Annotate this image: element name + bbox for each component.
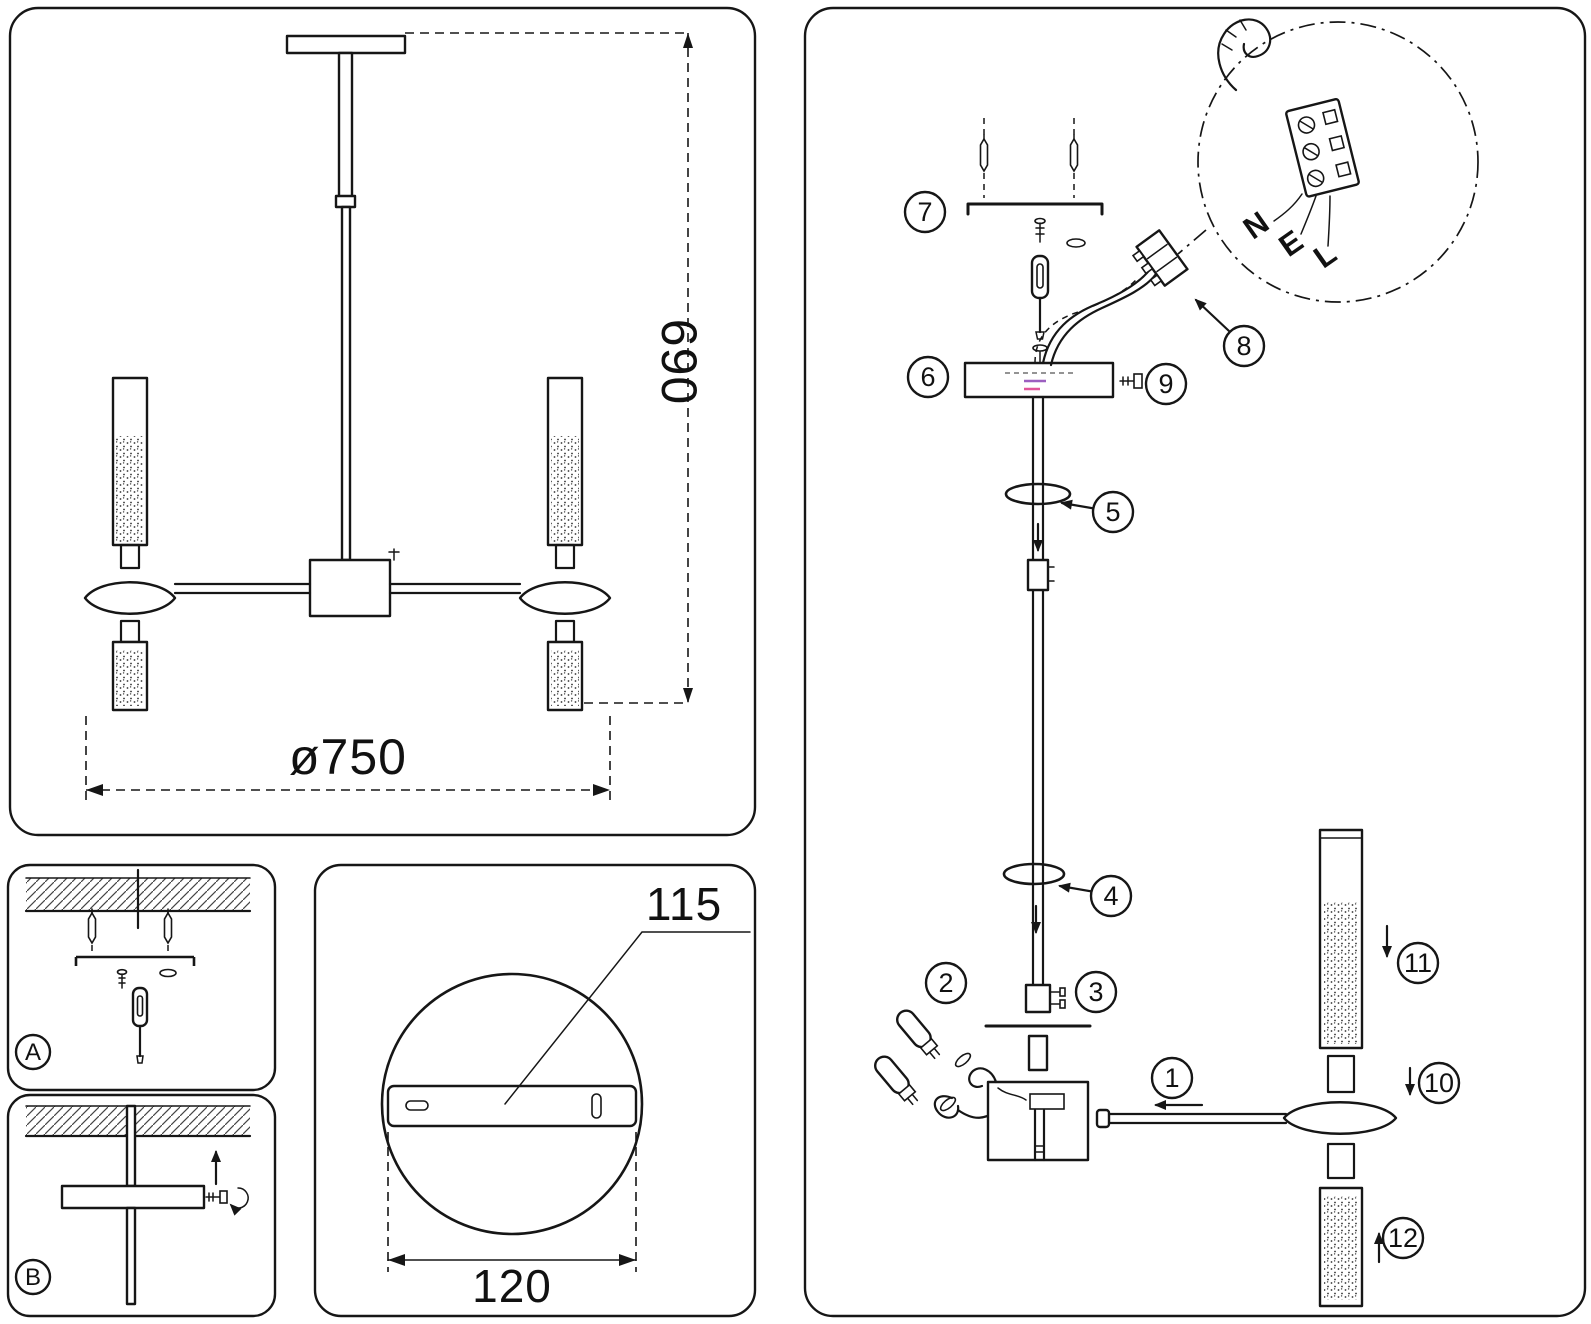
terminal-block <box>1285 98 1360 198</box>
svg-text:12: 12 <box>1388 1223 1418 1253</box>
step-callout-2: 2 <box>924 961 968 1005</box>
screw-icon <box>116 968 128 989</box>
svg-text:8: 8 <box>1236 331 1251 361</box>
right-lamp-assembly <box>518 376 612 712</box>
bulb-icon <box>896 1009 941 1060</box>
diameter-dimension-label: ø750 <box>289 729 407 785</box>
leader-line <box>504 931 751 1105</box>
wiring-detail: N E L <box>1177 18 1479 303</box>
step-callout-9: 9 <box>1144 362 1188 406</box>
suspension-hook-icon <box>1217 18 1272 92</box>
step-callout-7: 7 <box>903 190 947 234</box>
svg-text:5: 5 <box>1105 497 1120 527</box>
panel-a-label: A <box>25 1039 41 1066</box>
panel-step-a: A <box>6 863 277 1092</box>
panel-canopy-detail: 115 120 <box>313 863 757 1318</box>
step-callout-12: 12 <box>1381 1216 1425 1260</box>
panel-overview: 690 ø750 <box>8 6 757 837</box>
mains-wires <box>1034 266 1158 367</box>
plate-length-label: 120 <box>472 1260 552 1312</box>
glass-shade-bottom <box>1318 1186 1364 1308</box>
height-dimension-label: 690 <box>651 319 707 405</box>
step-callout-8: 8 <box>1222 324 1266 368</box>
callout-5-arrow <box>1060 499 1099 511</box>
mounting-bar <box>386 1084 638 1128</box>
canopy-group <box>963 361 1115 399</box>
chandelier-front-view <box>83 34 612 712</box>
step-callout-1: 1 <box>1150 1056 1194 1100</box>
bracket-group <box>966 118 1104 363</box>
side-screw-icon <box>1119 373 1143 389</box>
callout-8-arrow <box>1194 298 1231 333</box>
wall-anchor-icon <box>979 134 989 173</box>
svg-text:7: 7 <box>917 197 932 227</box>
callout-4-arrow <box>1058 882 1097 894</box>
rod-fitting <box>1024 983 1066 1014</box>
step-callout-4: 4 <box>1089 874 1133 918</box>
canopy-circle <box>380 972 644 1236</box>
svg-text:1: 1 <box>1164 1063 1179 1093</box>
step-callout-6: 6 <box>906 355 950 399</box>
lamp-arm <box>1095 1108 1288 1129</box>
step-callout-11: 11 <box>1396 941 1440 985</box>
svg-text:4: 4 <box>1103 881 1118 911</box>
wall-anchor-icon <box>87 908 97 945</box>
threaded-stub-bottom <box>1326 1142 1356 1180</box>
side-hub-cone <box>1282 1101 1398 1135</box>
decorative-ring <box>1002 862 1066 886</box>
step-callout-3: 3 <box>1074 970 1118 1014</box>
hub-box <box>968 1067 1090 1162</box>
threaded-stub-top <box>1326 1054 1356 1094</box>
dimension-height: 690 <box>405 32 707 704</box>
socket-ring <box>954 1052 972 1068</box>
rotate-arrow <box>229 1187 249 1216</box>
washer-icon <box>159 968 177 978</box>
svg-text:10: 10 <box>1424 1068 1454 1098</box>
ceiling-plate <box>285 34 407 55</box>
panel-b-callout: B <box>14 1258 52 1296</box>
panel-step-b: B <box>6 1093 277 1318</box>
slot-hole <box>591 1093 602 1119</box>
panel-b-label: B <box>25 1264 41 1291</box>
svg-text:6: 6 <box>920 362 935 392</box>
side-screw-icon <box>205 1187 249 1216</box>
threaded-nipple <box>1027 1034 1049 1072</box>
svg-text:9: 9 <box>1158 369 1173 399</box>
svg-text:3: 3 <box>1088 977 1103 1007</box>
plate-width-label: 115 <box>646 878 722 930</box>
step-callout-5: 5 <box>1091 490 1135 534</box>
step-callout-10: 10 <box>1417 1061 1461 1105</box>
svg-text:2: 2 <box>938 968 953 998</box>
central-hub <box>308 558 392 618</box>
screwdriver-icon <box>131 986 149 1064</box>
decorative-ring <box>1004 482 1072 506</box>
panel-a-callout: A <box>14 1033 52 1071</box>
panel-assembly: 7 6 9 <box>803 6 1587 1318</box>
canopy-plate <box>60 1184 206 1210</box>
bulb-icon <box>874 1055 919 1106</box>
washer-icon <box>1066 238 1086 248</box>
svg-text:11: 11 <box>1404 948 1432 978</box>
left-lamp-assembly <box>83 376 177 712</box>
screwdriver-icon <box>1030 254 1050 340</box>
dimension-diameter: ø750 <box>85 716 611 802</box>
wall-anchor-icon <box>163 908 173 945</box>
slot-hole <box>405 1100 429 1111</box>
terminal-connector <box>1131 229 1189 287</box>
glass-shade-top <box>1318 828 1364 1050</box>
wall-anchor-icon <box>1069 134 1079 173</box>
washer-icon <box>1032 344 1048 352</box>
screw-icon <box>1034 217 1046 243</box>
hook-icon <box>968 1067 998 1088</box>
socket-ring <box>939 1096 957 1112</box>
down-rod <box>1026 395 1055 987</box>
